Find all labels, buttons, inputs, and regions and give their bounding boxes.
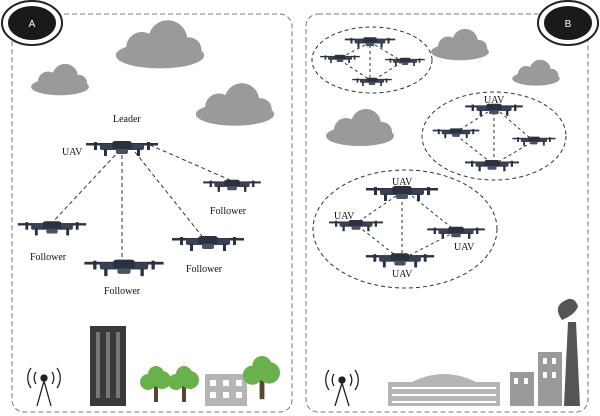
cloud-icon (195, 83, 275, 126)
follower-label: Follower (186, 264, 223, 275)
cluster-boundary (312, 169, 498, 289)
cluster-links (339, 44, 403, 81)
tree-icon (140, 366, 171, 402)
uav-label: UAV (392, 269, 413, 280)
follower-drone (203, 179, 261, 192)
cloud-icon (326, 109, 394, 146)
uav-drone (385, 57, 425, 67)
small-building (205, 374, 247, 406)
panel-b-border (305, 13, 589, 413)
uav-label: UAV (392, 177, 413, 188)
follower-label: Follower (30, 252, 67, 263)
tree-icon (168, 366, 199, 402)
cluster-links (357, 195, 456, 256)
badge-b: B (537, 0, 599, 46)
panel-a-border (11, 13, 293, 413)
uav-label: UAV (484, 95, 505, 106)
cluster-boundary (311, 26, 433, 94)
cloud-icon (431, 28, 489, 61)
formation-links (49, 144, 231, 262)
cloud-icon (31, 63, 89, 96)
badge-a: A (1, 0, 63, 46)
badge-b-label: B (565, 19, 572, 30)
uav-drone (465, 160, 519, 172)
uav-drone (365, 253, 435, 268)
antenna-icon (325, 369, 359, 407)
uav-drone (512, 136, 556, 146)
follower-drone (17, 221, 87, 236)
uav-drone (352, 77, 392, 87)
badge-a-label: A (29, 19, 36, 30)
factory (510, 298, 580, 406)
cloud-icon (115, 20, 205, 69)
tree-icon (242, 356, 280, 400)
uav-drone (344, 37, 396, 48)
uav-label: UAV (334, 211, 355, 222)
cluster-boundary (421, 91, 567, 181)
uav-drone (427, 226, 485, 239)
leader-uav-label: UAV (62, 147, 83, 158)
uav-drone (432, 128, 480, 139)
office-tower (90, 326, 126, 406)
follower-drone (172, 236, 244, 251)
uav-drone (320, 54, 360, 64)
government-building (388, 374, 500, 406)
follower-drone (84, 259, 164, 277)
leader-drone (86, 141, 158, 156)
follower-label: Follower (104, 286, 141, 297)
follower-label: Follower (210, 206, 247, 217)
uav-label: UAV (454, 242, 475, 253)
antenna-icon (27, 367, 61, 407)
uav-drone (366, 186, 438, 201)
leader-label: Leader (113, 114, 141, 125)
cloud-icon (512, 59, 560, 86)
